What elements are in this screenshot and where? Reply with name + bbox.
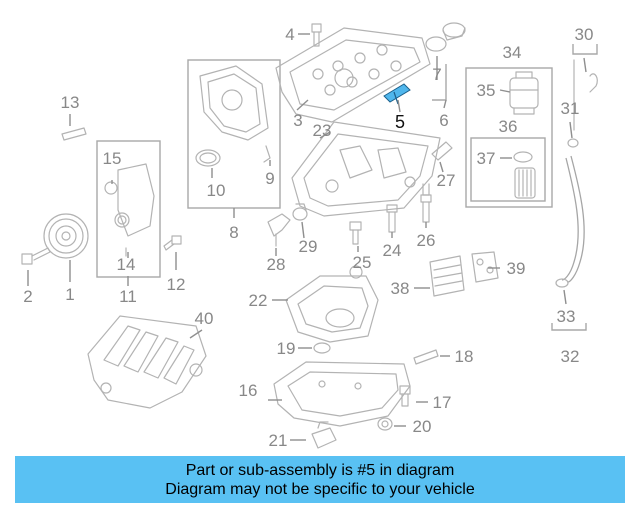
- oil-filter-cap: [509, 71, 539, 115]
- part-18: [413, 349, 439, 365]
- callout-25: 25: [353, 253, 372, 272]
- callout-9: 9: [265, 169, 274, 188]
- bolt-12: [163, 235, 182, 251]
- callout-6: 6: [439, 111, 448, 130]
- plug-20: [377, 417, 393, 431]
- callout-22: 22: [249, 291, 268, 310]
- part-5-highlighted: [383, 83, 411, 105]
- info-banner: Part or sub-assembly is #5 in diagram Di…: [15, 456, 625, 503]
- leader-lines: [27, 33, 587, 441]
- callout-19: 19: [277, 339, 296, 358]
- sensor-29: [292, 203, 308, 221]
- callout-28: 28: [267, 255, 286, 274]
- callout-11: 11: [119, 287, 137, 306]
- callout-12: 12: [167, 275, 186, 294]
- callout-35: 35: [477, 81, 496, 100]
- sensor-28: [267, 213, 291, 247]
- front-cover-parts: [104, 163, 155, 257]
- callout-36: 36: [499, 117, 518, 136]
- gasket-39: [471, 251, 499, 283]
- intake-manifold: [87, 315, 207, 409]
- sensor-21: [311, 421, 337, 449]
- callout-18: 18: [455, 347, 474, 366]
- bracket-30: [572, 44, 598, 55]
- callout-31: 31: [561, 99, 580, 118]
- callout-23: 23: [313, 121, 332, 140]
- callout-24: 24: [383, 241, 402, 260]
- banner-line-disclaimer: Diagram may not be specific to your vehi…: [165, 481, 475, 498]
- ladder-frame: [291, 121, 441, 217]
- group-box-36: [470, 137, 546, 202]
- callout-26: 26: [417, 231, 436, 250]
- callout-3: 3: [293, 111, 302, 130]
- callout-5-highlighted: 5: [395, 112, 405, 132]
- callout-40: 40: [195, 309, 214, 328]
- callout-13: 13: [61, 93, 80, 112]
- callout-16: 16: [239, 381, 258, 400]
- callout-labels: 1 2 3 4 5 6 7 8 9 10 11 12 13 14 15 16 1…: [23, 25, 593, 450]
- callout-15: 15: [103, 149, 122, 168]
- callout-21: 21: [269, 431, 288, 450]
- callout-29: 29: [299, 237, 318, 256]
- callout-7: 7: [432, 65, 441, 84]
- bolt-25: [349, 221, 362, 245]
- callout-4: 4: [285, 25, 294, 44]
- lower-oil-pan: [273, 361, 411, 427]
- oil-filter-element: [514, 167, 536, 199]
- o-ring-37: [513, 151, 533, 163]
- banner-line-part: Part or sub-assembly is #5 in diagram: [185, 462, 455, 479]
- callout-8: 8: [229, 223, 238, 242]
- group-box-34: [465, 67, 553, 208]
- oil-filler-cap: [425, 22, 466, 52]
- bolt-2: [21, 247, 51, 265]
- callout-33: 33: [557, 307, 576, 326]
- oil-baffle: [285, 265, 379, 343]
- cylinder-head-cover: [275, 27, 431, 123]
- dipstick-tube: [555, 59, 598, 288]
- bolt-17: [399, 385, 411, 407]
- crankshaft-pulley: [43, 213, 89, 259]
- o-ring-19: [313, 342, 331, 354]
- part-13: [61, 127, 87, 141]
- bolt-4: [311, 23, 322, 47]
- callout-37: 37: [477, 149, 496, 168]
- part-27: [431, 141, 453, 161]
- callout-20: 20: [413, 417, 432, 436]
- callout-34: 34: [503, 43, 522, 62]
- callout-27: 27: [437, 171, 456, 190]
- callout-10: 10: [207, 181, 226, 200]
- callout-38: 38: [391, 279, 410, 298]
- callout-30: 30: [575, 25, 594, 44]
- oil-cooler: [429, 255, 465, 297]
- callout-14: 14: [117, 255, 136, 274]
- bolt-26: [420, 183, 432, 223]
- parts-diagram: 1 2 3 4 5 6 7 8 9 10 11 12 13 14 15 16 1…: [21, 22, 598, 450]
- timing-cover: [195, 65, 271, 167]
- callout-17: 17: [433, 393, 452, 412]
- callout-1: 1: [65, 285, 74, 304]
- callout-39: 39: [507, 259, 526, 278]
- bracket-6-7: [432, 64, 447, 101]
- bracket-32: [551, 323, 587, 331]
- callout-32: 32: [561, 347, 580, 366]
- callout-2: 2: [23, 287, 32, 306]
